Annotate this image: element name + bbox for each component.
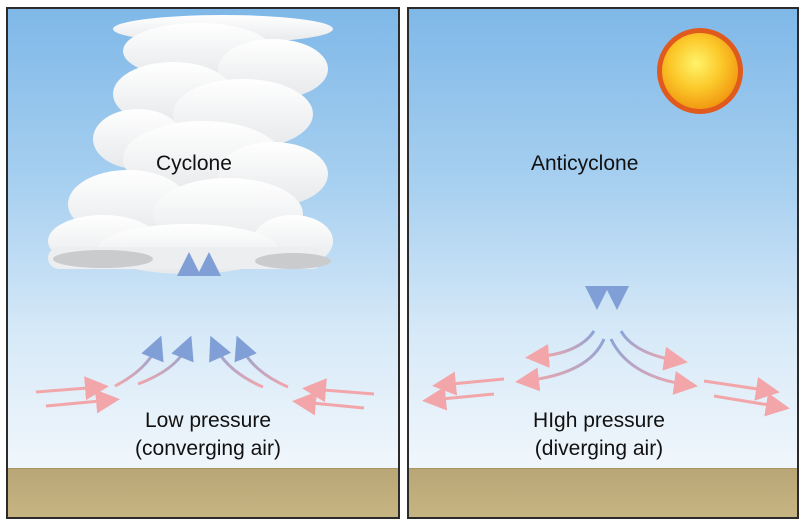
cyclone-caption-line2: (converging air): [135, 437, 281, 460]
cyclone-caption-line1: Low pressure: [144, 409, 272, 432]
diverging-arrow: [609, 338, 698, 395]
converging-arrow: [234, 335, 289, 389]
cyclone-caption: Low pressure (converging air): [108, 407, 308, 463]
cyclone-title: Cyclone: [156, 152, 232, 175]
surface-arrow: [302, 378, 375, 403]
converging-arrow: [114, 335, 164, 388]
anticyclone-illustration: [422, 28, 790, 417]
cyclone-panel: Cyclone Low pressure (converging air): [6, 7, 400, 519]
anticyclone-caption-line1: HIgh pressure: [533, 409, 665, 432]
surface-arrow: [432, 371, 505, 396]
ground: [8, 468, 398, 517]
diverging-arrow: [515, 338, 606, 392]
anticyclone-panel: Anticyclone HIgh pressure (diverging air…: [407, 7, 799, 519]
anticyclone-caption: HIgh pressure (diverging air): [499, 407, 699, 463]
cloud-icon: [48, 15, 333, 274]
converging-arrow: [137, 335, 194, 386]
diverging-arrow: [619, 330, 688, 371]
diverging-arrow: [525, 330, 596, 368]
sun-icon: [657, 28, 743, 114]
surface-arrow: [35, 376, 109, 401]
anticyclone-caption-line2: (diverging air): [534, 437, 664, 460]
anticyclone-title: Anticyclone: [531, 152, 639, 175]
surface-arrow: [292, 391, 365, 416]
surface-arrow: [422, 386, 495, 411]
surface-arrow: [713, 392, 790, 417]
surface-arrow: [703, 376, 780, 401]
converging-arrow: [209, 335, 264, 389]
ground: [409, 468, 797, 517]
surface-arrow: [45, 389, 120, 414]
cyclone-illustration: [35, 15, 375, 416]
